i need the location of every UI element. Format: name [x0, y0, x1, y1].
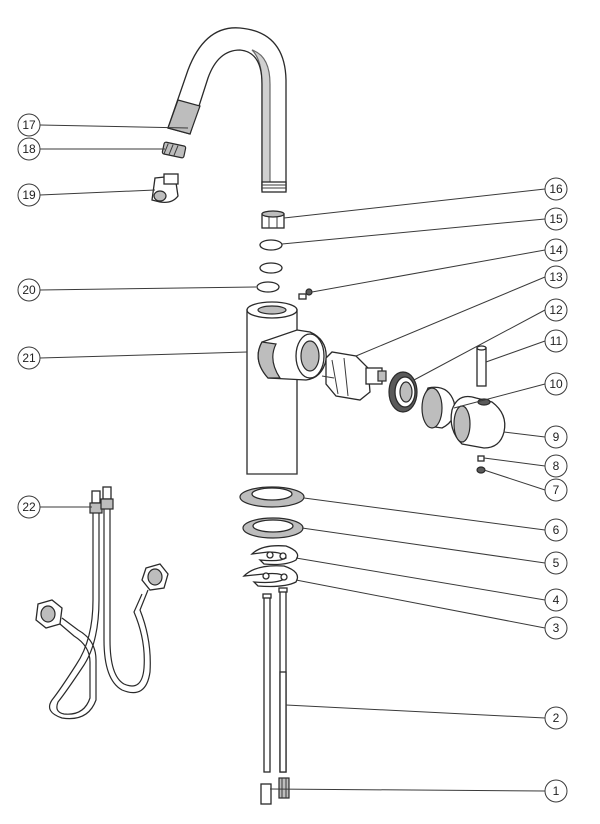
callout-9-label: 9: [553, 430, 560, 444]
callout-12: 12: [544, 298, 568, 322]
callout-13: 13: [544, 265, 568, 289]
callout-19-label: 19: [22, 188, 36, 202]
callout-17: 17: [17, 113, 41, 137]
callout-12-label: 12: [549, 303, 563, 317]
hose-nut-right: [141, 563, 169, 591]
callout-8: 8: [544, 454, 568, 478]
callout-6: 6: [544, 518, 568, 542]
callout-1-label: 1: [553, 784, 560, 798]
callout-3-label: 3: [553, 621, 560, 635]
callout-18-label: 18: [22, 142, 36, 156]
callout-18: 18: [17, 137, 41, 161]
callout-1: 1: [544, 779, 568, 803]
callout-4: 4: [544, 588, 568, 612]
callout-2: 2: [544, 706, 568, 730]
callout-16-label: 16: [549, 182, 563, 196]
cover-sleeve: [421, 386, 456, 429]
spout-nut: [261, 210, 285, 229]
callout-20-label: 20: [22, 283, 36, 297]
callout-21-label: 21: [22, 351, 36, 365]
callout-16: 16: [544, 177, 568, 201]
callout-10: 10: [544, 372, 568, 396]
o-ring-body: [256, 281, 280, 293]
horseshoe-plate: [242, 565, 299, 588]
screw-cap: [476, 466, 486, 474]
o-ring-upper: [259, 239, 283, 251]
set-screw-small: [298, 288, 313, 300]
callout-22: 22: [17, 495, 41, 519]
callout-21: 21: [17, 346, 41, 370]
flexible-hoses: [35, 486, 169, 720]
spout: [167, 27, 287, 193]
callout-7: 7: [544, 478, 568, 502]
callout-11: 11: [544, 329, 568, 353]
callout-5-label: 5: [553, 556, 560, 570]
callout-14-label: 14: [549, 243, 563, 257]
callout-19: 19: [17, 183, 41, 207]
lever-pin: [476, 345, 487, 387]
callout-3: 3: [544, 616, 568, 640]
callout-2-label: 2: [553, 711, 560, 725]
threaded-rods: [262, 587, 288, 773]
callout-15-label: 15: [549, 212, 563, 226]
callout-4-label: 4: [553, 593, 560, 607]
callout-14: 14: [544, 238, 568, 262]
callout-8-label: 8: [553, 459, 560, 473]
washer: [259, 262, 283, 274]
callout-7-label: 7: [553, 483, 560, 497]
leader-lines: [39, 124, 546, 792]
callout-11-label: 11: [550, 334, 563, 348]
callout-20: 20: [17, 278, 41, 302]
aerator-key: [151, 173, 179, 204]
callout-13-label: 13: [549, 270, 563, 284]
grub-screw: [477, 455, 485, 462]
cartridge: [321, 351, 387, 401]
faucet-body: [246, 301, 327, 475]
cartridge-nut: [388, 371, 418, 413]
callout-5: 5: [544, 551, 568, 575]
callout-6-label: 6: [553, 523, 560, 537]
horseshoe-washer: [250, 545, 299, 566]
mounting-nuts: [260, 777, 290, 805]
callout-22-label: 22: [22, 500, 36, 514]
aerator: [161, 141, 187, 159]
rubber-washer: [242, 517, 304, 539]
handle: [450, 395, 506, 449]
callout-9: 9: [544, 425, 568, 449]
callout-17-label: 17: [22, 118, 36, 132]
hose-nut-left: [35, 599, 63, 629]
callout-15: 15: [544, 207, 568, 231]
callout-10-label: 10: [549, 377, 563, 391]
base-gasket: [239, 486, 305, 508]
